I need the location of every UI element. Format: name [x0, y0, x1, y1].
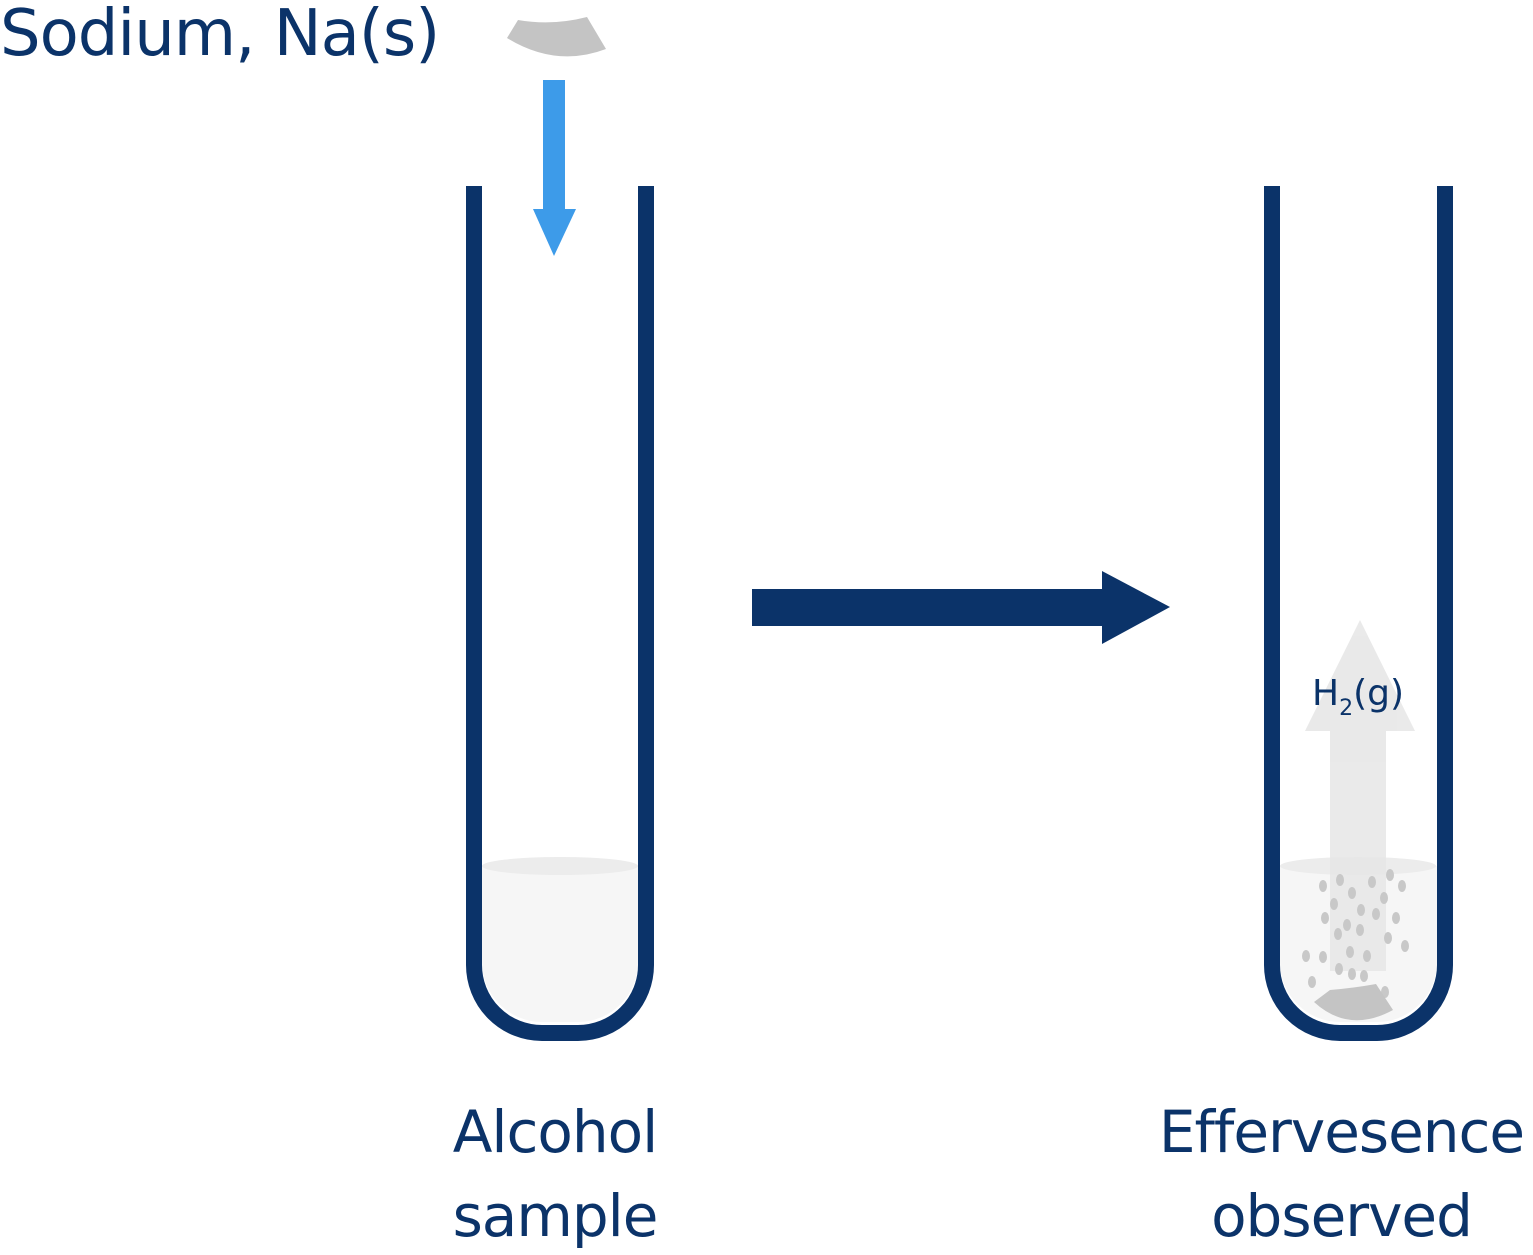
left-test-tube [466, 186, 654, 1041]
gas-symbol: H [1312, 673, 1340, 714]
alcohol-caption-line2: sample [452, 1182, 659, 1250]
sodium-piece-icon [507, 17, 606, 57]
gas-subscript: 2 [1339, 696, 1354, 721]
reaction-arrow-icon [752, 571, 1170, 644]
effervescence-caption-line2: observed [1211, 1182, 1473, 1250]
right-test-tube [1264, 186, 1453, 1041]
alcohol-sample-caption: Alcohol sample [405, 1090, 705, 1255]
add-sodium-arrow-icon [533, 80, 576, 256]
hydrogen-gas-label: H2(g) [1312, 672, 1405, 720]
alcohol-liquid [482, 866, 638, 1022]
effervescence-caption-line1: Effervesence [1158, 1098, 1525, 1166]
gas-state: (g) [1353, 673, 1405, 714]
effervescence-caption: Effervesence observed [1150, 1090, 1533, 1255]
alcohol-caption-line1: Alcohol [452, 1098, 659, 1166]
sodium-reacting-icon [1314, 984, 1393, 1021]
sodium-label: Sodium, Na(s) [0, 0, 440, 71]
gas-bubbles-icon [1302, 869, 1409, 998]
